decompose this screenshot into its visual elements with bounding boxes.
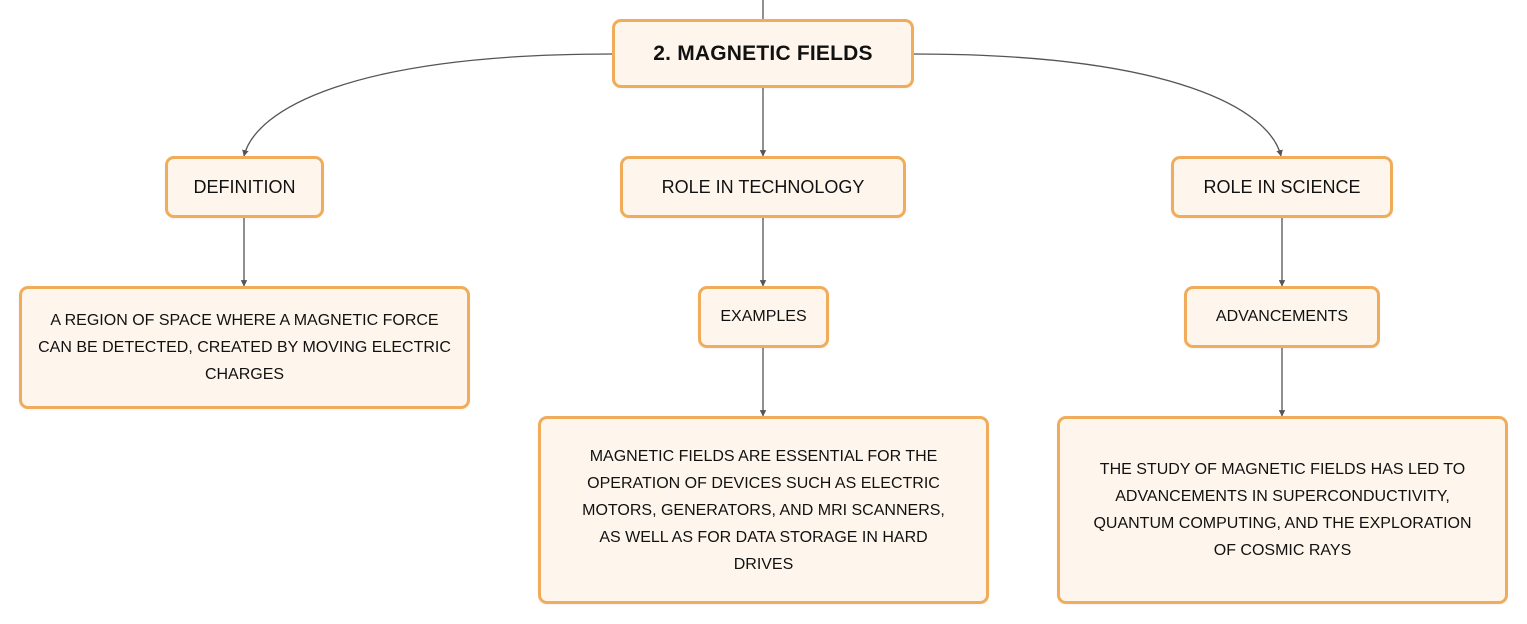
- role-in-science-label: ROLE IN SCIENCE: [1203, 176, 1361, 197]
- connector-root-definition: [242, 53, 613, 157]
- definition-node[interactable]: DEFINITION: [165, 156, 324, 218]
- role-in-technology-node[interactable]: ROLE IN TECHNOLOGY: [620, 156, 906, 218]
- examples-detail-text: MAGNETIC FIELDS ARE ESSENTIAL FOR THE OP…: [582, 447, 945, 573]
- advancements-detail-text: THE STUDY OF MAGNETIC FIELDS HAS LED TO …: [1093, 461, 1472, 559]
- advancements-detail-node[interactable]: THE STUDY OF MAGNETIC FIELDS HAS LED TO …: [1057, 416, 1508, 604]
- advancements-node[interactable]: ADVANCEMENTS: [1184, 286, 1380, 348]
- examples-label: EXAMPLES: [720, 308, 807, 325]
- advancements-label: ADVANCEMENTS: [1215, 308, 1349, 325]
- root-node[interactable]: 2. MAGNETIC FIELDS: [612, 19, 914, 88]
- definition-label: DEFINITION: [193, 176, 296, 197]
- examples-detail-node[interactable]: MAGNETIC FIELDS ARE ESSENTIAL FOR THE OP…: [538, 416, 989, 604]
- definition-detail-node[interactable]: A REGION OF SPACE WHERE A MAGNETIC FORCE…: [19, 286, 470, 409]
- connector-root-science: [913, 53, 1283, 157]
- root-label: 2. MAGNETIC FIELDS: [653, 41, 873, 65]
- definition-detail-text: A REGION OF SPACE WHERE A MAGNETIC FORCE…: [38, 312, 451, 383]
- examples-node[interactable]: EXAMPLES: [698, 286, 829, 348]
- role-in-science-node[interactable]: ROLE IN SCIENCE: [1171, 156, 1393, 218]
- role-in-technology-label: ROLE IN TECHNOLOGY: [661, 176, 865, 197]
